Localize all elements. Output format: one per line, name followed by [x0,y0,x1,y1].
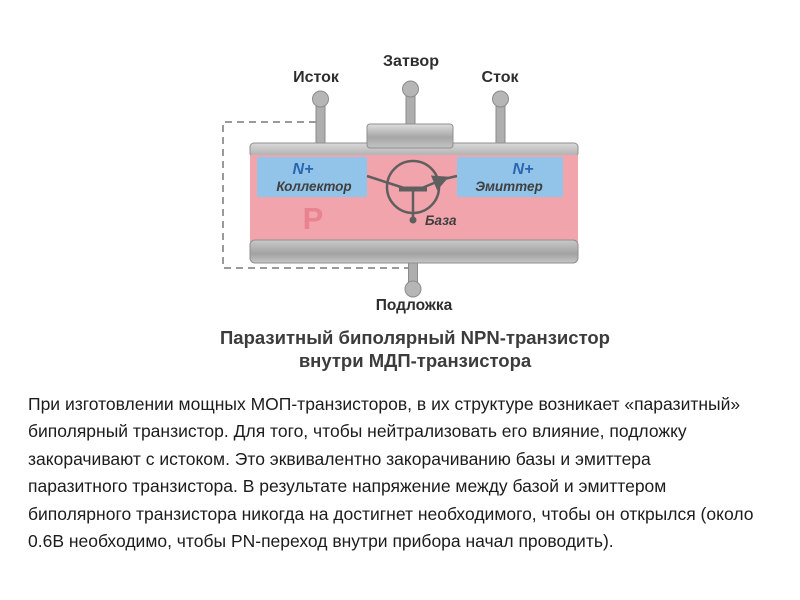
n-plus-left-label: N+ [293,161,314,178]
gate-pin [402,80,419,133]
emitter-label: Эмиттер [475,179,543,194]
figure-caption: Паразитный биполярный NPN-транзистор вну… [15,326,800,372]
source-terminal-label: Исток [293,69,340,86]
figure-caption-line1: Паразитный биполярный NPN-транзистор [220,327,610,348]
drain-pin [492,90,509,149]
substrate-terminal-label: Подложка [376,297,453,314]
n-plus-source-region [257,157,367,197]
drain-terminal-label: Сток [482,69,520,86]
npn-transistor-symbol [366,159,458,224]
collector-label: Коллектор [276,179,351,194]
emitter-lead-arrow [421,175,449,191]
gate-terminal-label: Затвор [383,53,439,70]
base-node-dot [409,216,417,224]
emitter-lead [443,174,458,181]
gate-electrode [366,123,454,149]
explanatory-paragraph: При изготовлении мощных МОП-транзисторов… [28,394,754,552]
bottom-metal-layer [249,239,579,264]
p-region-label: P [303,201,324,236]
mosfet-structure-diagram: Исток Затвор Сток N+ Коллектор N+ Эмитте… [222,53,579,314]
n-plus-drain-region [457,157,563,197]
n-plus-right-label: N+ [513,161,534,178]
collector-lead [366,174,405,190]
figure-caption-line2: внутри МДП-транзистора [298,350,532,371]
base-label: База [425,213,457,228]
source-pin [312,90,329,149]
